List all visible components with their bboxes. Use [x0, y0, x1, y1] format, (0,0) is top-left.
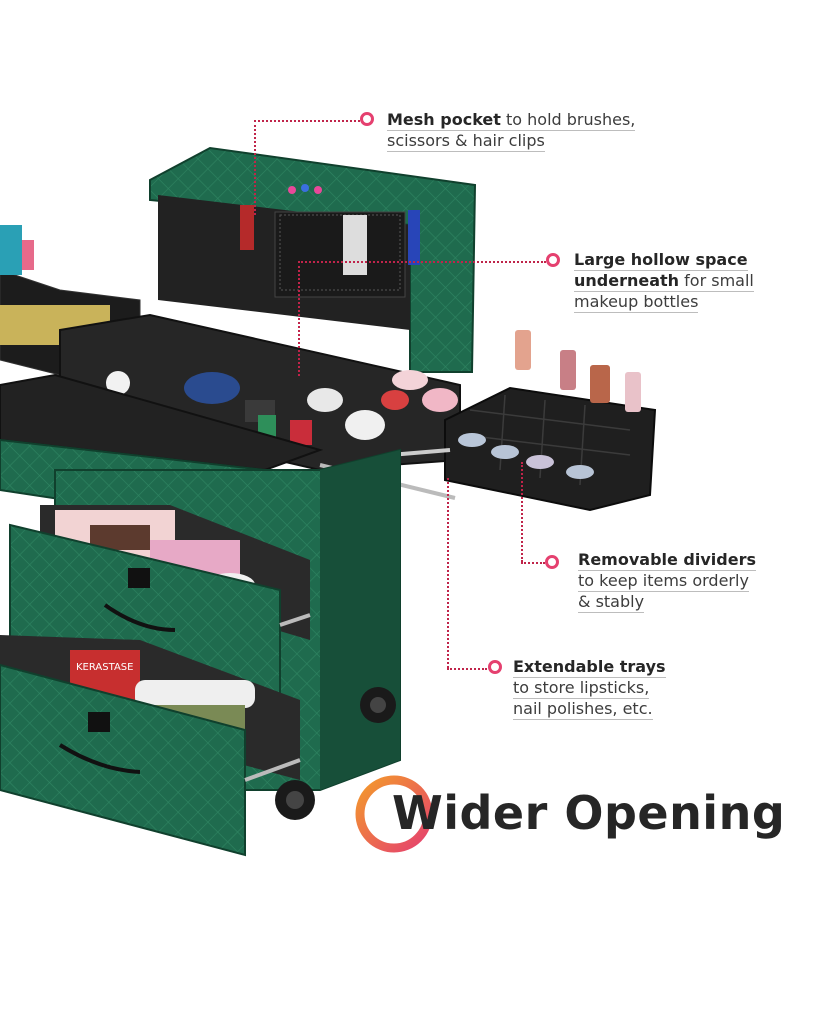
callout-dividers-title: Removable dividers — [578, 550, 756, 571]
callout-mesh-text: to hold brushes, — [500, 110, 636, 129]
leader-hollow-v — [298, 261, 300, 376]
nail-polish-tray — [319, 330, 657, 512]
callout-dividers-line2: to keep items orderly — [578, 571, 749, 592]
case-lid — [149, 146, 477, 373]
leader-trays-h — [447, 668, 487, 670]
mesh-pocket — [240, 184, 420, 291]
headline-ring-icon — [355, 775, 433, 853]
callout-trays: Extendable trays to store lipsticks, nai… — [513, 657, 666, 720]
callout-mesh-pocket: Mesh pocket to hold brushes, scissors & … — [387, 110, 636, 152]
callout-dividers: Removable dividers to keep items orderly… — [578, 550, 756, 613]
callout-trays-title: Extendable trays — [513, 657, 666, 678]
callout-hollow-line3: makeup bottles — [574, 292, 699, 313]
callout-trays-line2: to store lipsticks, — [513, 678, 650, 699]
callout-trays-line3: nail polishes, etc. — [513, 699, 653, 720]
leader-dividers-h — [521, 562, 545, 564]
leader-hollow-h — [298, 261, 546, 263]
leader-mesh-h — [254, 120, 360, 122]
leader-trays-v — [447, 478, 449, 668]
callout-hollow-space: Large hollow space underneath for small … — [574, 250, 754, 313]
callout-hollow-bold: underneath — [574, 271, 680, 290]
callout-mesh-title: Mesh pocket — [387, 110, 501, 129]
product-brand-label: KERASTASE — [76, 662, 133, 673]
callout-mesh-line2: scissors & hair clips — [387, 131, 545, 152]
callout-hollow-line1: Large hollow space — [574, 250, 748, 271]
callout-dividers-line3: & stably — [578, 592, 645, 613]
lower-drawer: KERASTASE — [0, 635, 301, 857]
wheels — [275, 687, 396, 820]
leader-mesh-v — [254, 120, 256, 215]
headline-wider-opening: Wider Opening — [392, 786, 786, 840]
leader-dividers-v — [521, 462, 523, 562]
callout-ring-mesh — [360, 112, 374, 126]
callout-hollow-rest: for small — [679, 271, 754, 290]
callout-ring-dividers — [545, 555, 559, 569]
callout-ring-trays — [488, 660, 502, 674]
callout-ring-hollow — [546, 253, 560, 267]
